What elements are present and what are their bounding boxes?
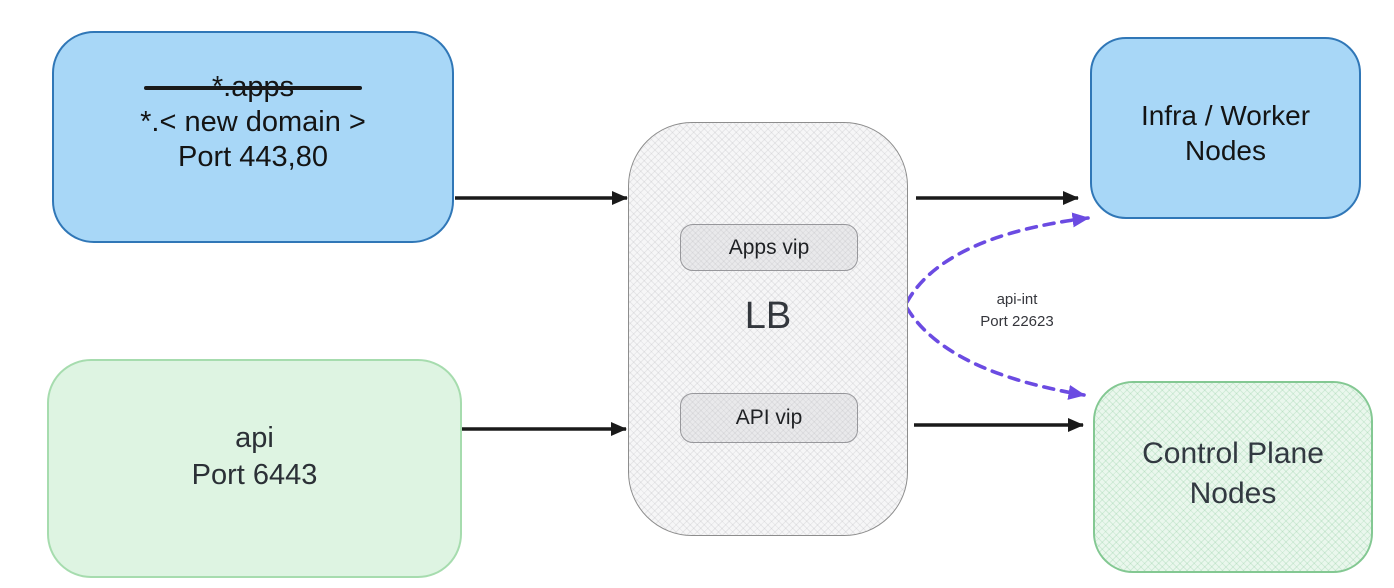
infra-worker-nodes-box: Infra / Worker Nodes <box>1090 37 1361 219</box>
deprecated-apps-domain: *.apps <box>143 70 362 105</box>
lb-title: LB <box>744 295 792 337</box>
api-port-text: Port 6443 <box>191 458 318 491</box>
control-plane-line1: Control Plane <box>1142 437 1324 470</box>
new-domain-text: *.< new domain > <box>140 105 366 138</box>
apps-vip-label: Apps vip <box>728 235 810 259</box>
apps-ports-text: Port 443,80 <box>178 140 328 173</box>
api-int-port: Port 22623 <box>980 313 1054 330</box>
apps-vip-pill: Apps vip <box>680 224 858 271</box>
control-plane-line2: Nodes <box>1189 477 1277 510</box>
control-plane-nodes-box: Control Plane Nodes <box>1093 381 1373 573</box>
api-name-text: api <box>235 421 274 454</box>
api-vip-pill: API vip <box>680 393 858 443</box>
api-vip-label: API vip <box>735 406 803 429</box>
infra-worker-line2: Nodes <box>1185 135 1266 166</box>
api-int-label: api-int Port 22623 <box>952 289 1082 333</box>
infra-worker-line1: Infra / Worker <box>1140 100 1311 131</box>
load-balancer-box: Apps vip LB API vip <box>628 122 908 536</box>
apps-domain-box: *.apps *.< new domain > Port 443,80 <box>52 31 454 243</box>
api-source-box: api Port 6443 <box>47 359 462 578</box>
api-int-name: api-int <box>996 291 1038 308</box>
strikethrough-line <box>143 86 362 90</box>
